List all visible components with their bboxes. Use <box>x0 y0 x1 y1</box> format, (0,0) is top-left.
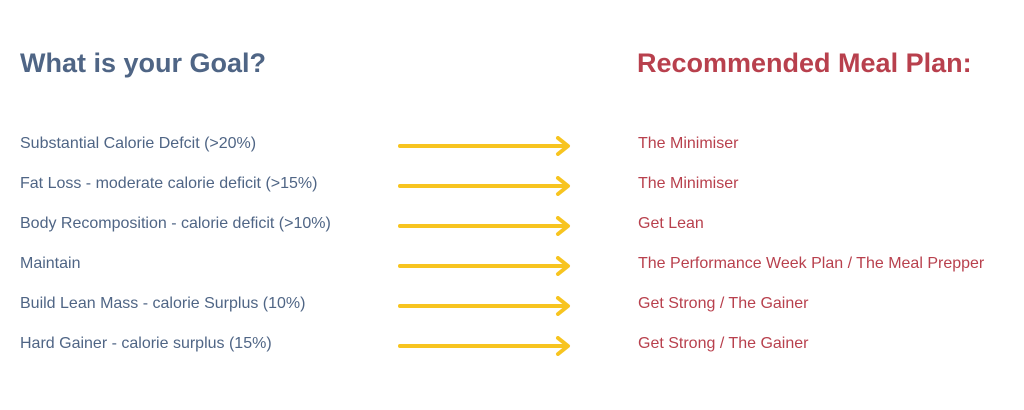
meal-plan-label: The Performance Week Plan / The Meal Pre… <box>638 255 985 272</box>
arrow-right-icon <box>398 136 570 156</box>
goal-label: Maintain <box>20 255 81 272</box>
goal-plan-row: Fat Loss - moderate calorie deficit (>15… <box>0 165 1024 205</box>
goal-label: Hard Gainer - calorie surplus (15%) <box>20 335 272 352</box>
goal-plan-row: Body Recomposition - calorie deficit (>1… <box>0 205 1024 245</box>
arrow-right-icon <box>398 256 570 276</box>
goal-plan-row: Maintain The Performance Week Plan / The… <box>0 245 1024 285</box>
goal-plan-row: Hard Gainer - calorie surplus (15%) Get … <box>0 325 1024 365</box>
meal-plan-heading: Recommended Meal Plan: <box>637 48 972 78</box>
goal-label: Build Lean Mass - calorie Surplus (10%) <box>20 295 306 312</box>
goal-plan-list: Substantial Calorie Defcit (>20%) The Mi… <box>0 125 1024 365</box>
goal-label: Substantial Calorie Defcit (>20%) <box>20 135 257 152</box>
meal-plan-label: Get Strong / The Gainer <box>638 335 809 352</box>
goal-label: Body Recomposition - calorie deficit (>1… <box>20 215 331 232</box>
arrow-right-icon <box>398 176 570 196</box>
meal-plan-label: Get Lean <box>638 215 704 232</box>
meal-plan-label: Get Strong / The Gainer <box>638 295 809 312</box>
meal-plan-label: The Minimiser <box>638 175 739 192</box>
goal-plan-row: Substantial Calorie Defcit (>20%) The Mi… <box>0 125 1024 165</box>
arrow-right-icon <box>398 336 570 356</box>
goal-heading: What is your Goal? <box>20 48 267 78</box>
goal-plan-row: Build Lean Mass - calorie Surplus (10%) … <box>0 285 1024 325</box>
goal-label: Fat Loss - moderate calorie deficit (>15… <box>20 175 318 192</box>
arrow-right-icon <box>398 296 570 316</box>
meal-plan-label: The Minimiser <box>638 135 739 152</box>
arrow-right-icon <box>398 216 570 236</box>
